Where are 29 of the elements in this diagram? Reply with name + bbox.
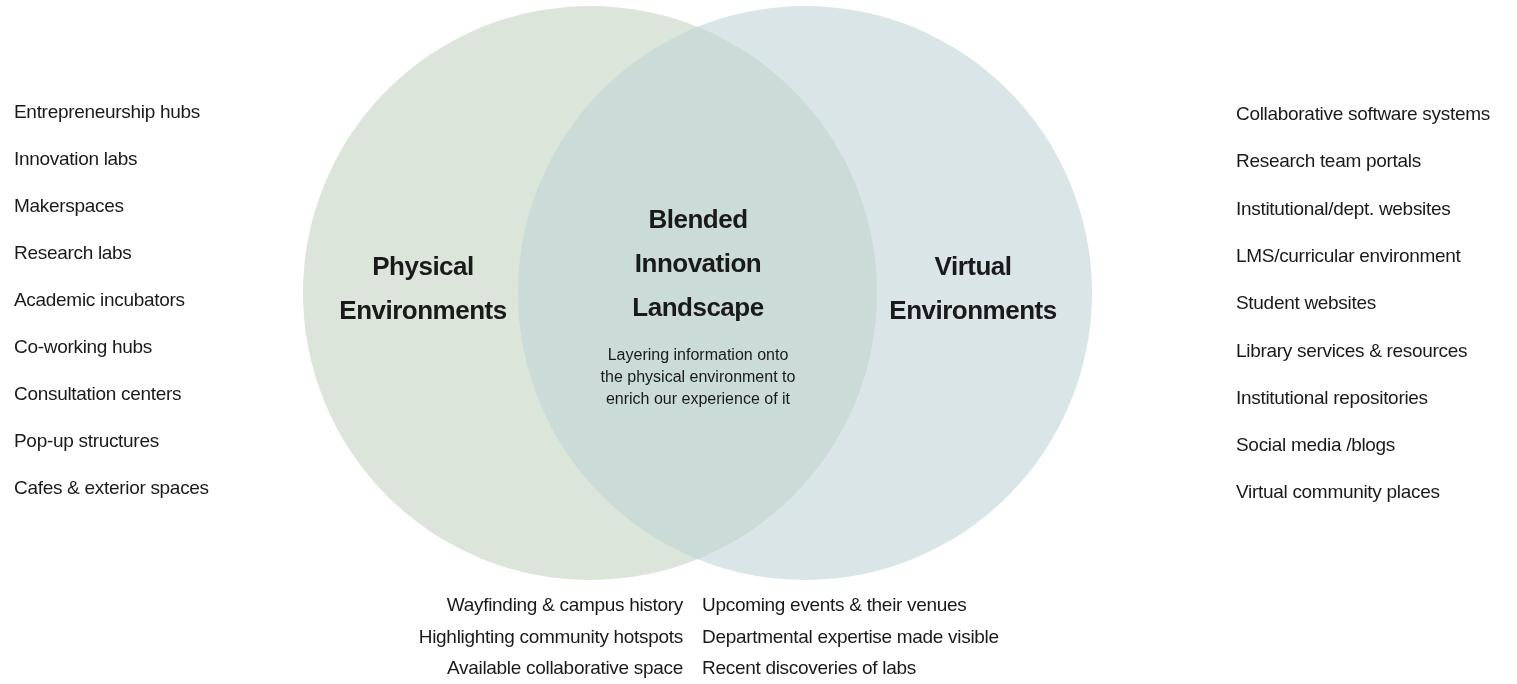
list-item: Pop-up structures <box>14 429 159 453</box>
list-item: Upcoming events & their venues <box>702 593 967 617</box>
list-item: Research labs <box>14 241 132 265</box>
list-item: Cafes & exterior spaces <box>14 476 209 500</box>
list-item: Highlighting community hotspots <box>418 624 683 649</box>
venn-circle <box>518 6 1092 580</box>
list-item: Institutional repositories <box>1236 385 1428 410</box>
region-heading: Blended Innovation Landscape <box>631 203 765 324</box>
list-item: Student websites <box>1236 291 1376 316</box>
list-item: Library services & resources <box>1236 338 1468 363</box>
list-item: Departmental expertise made visible <box>702 624 999 649</box>
list-item: Makerspaces <box>14 194 124 218</box>
list-item: Entrepreneurship hubs <box>14 100 200 124</box>
list-item: Co-working hubs <box>14 335 153 359</box>
list-item: Available collaborative space <box>447 656 683 680</box>
list-item: Research team portals <box>1236 149 1421 174</box>
region-description: Layering information onto the physical environment to enrich our experience of it <box>599 345 797 409</box>
list-item: Institutional/dept. websites <box>1236 196 1451 221</box>
list-item: LMS/curricular environment <box>1236 243 1461 268</box>
list-item: Innovation labs <box>14 147 138 171</box>
list-item: Recent discoveries of labs <box>702 656 916 680</box>
list-item: Consultation centers <box>14 382 182 406</box>
list-item: Social media /blogs <box>1236 433 1396 458</box>
region-heading: Virtual Environments <box>888 250 1058 327</box>
list-item: Collaborative software systems <box>1236 102 1490 126</box>
list-item: Academic incubators <box>14 288 185 312</box>
list-item: Virtual community places <box>1236 480 1440 505</box>
list-item: Wayfinding & campus history <box>446 593 683 617</box>
region-heading: Physical Environments <box>338 250 508 327</box>
